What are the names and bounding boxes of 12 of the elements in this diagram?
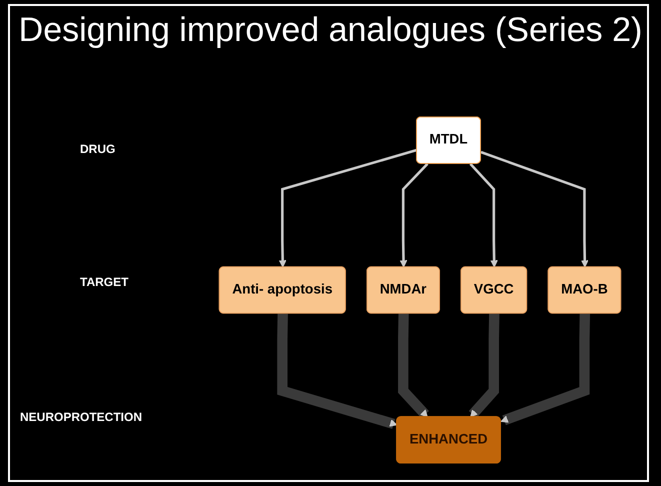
diagram-title: Designing improved analogues (Series 2) — [18, 10, 644, 50]
arrow — [500, 314, 590, 426]
arrow — [468, 314, 500, 418]
arrow — [400, 162, 428, 268]
row-label: DRUG — [80, 142, 116, 156]
arrow — [480, 150, 589, 268]
arrow — [278, 148, 418, 268]
arrow — [398, 314, 429, 418]
row-label: NEUROPROTECTION — [20, 410, 142, 424]
arrow — [277, 314, 398, 429]
arrow — [469, 162, 498, 268]
row-label: TARGET — [80, 275, 128, 289]
